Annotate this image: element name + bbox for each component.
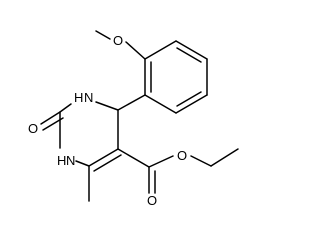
bond-c6-c5 [88,148,119,167]
bond-ch2-ch3 [210,148,239,167]
bond-aryl-2 [175,40,208,60]
ring-nh-lower-nitrogen-label: N [66,153,75,168]
ester-carbonyl-oxygen-label: O [147,193,157,208]
bond-aryl-4 [175,94,208,114]
bond-n3-c2 [59,103,72,113]
molecule-structure: O H N O H N O O [28,30,239,208]
bond-aryl-5 [144,94,177,114]
methoxy-oxygen-label: O [113,33,123,48]
bond-aryl-1 [144,40,177,60]
ring-nh-lower-hydrogen-label: H [57,153,66,168]
bond-c4-n3 [95,101,119,111]
bond-aryl-4-inner [176,91,202,107]
molecule-structure-canvas: O H N O H N O O [28,30,239,208]
bond-aryl-c4 [117,94,146,111]
bond-aryl-2-inner [176,47,202,63]
ester-ether-oxygen-label: O [177,148,187,163]
bond-methoxy-o-aryl [125,41,146,60]
bond-methyl-methoxy-o [95,30,111,40]
bond-c2-o-a [40,111,61,125]
carbonyl-oxygen-label: O [28,121,38,136]
bond-c6-c5-inner [93,154,122,172]
ring-nh-upper-nitrogen-label: N [84,90,93,105]
bond-n1-c6 [75,160,90,167]
bond-c5-ester-c [117,148,150,168]
bond-ester-c-ether-o [148,155,174,168]
bond-c2-o-b [42,117,64,131]
ring-nh-upper-hydrogen-label: H [74,90,83,105]
bond-ether-o-ch2 [190,155,212,167]
